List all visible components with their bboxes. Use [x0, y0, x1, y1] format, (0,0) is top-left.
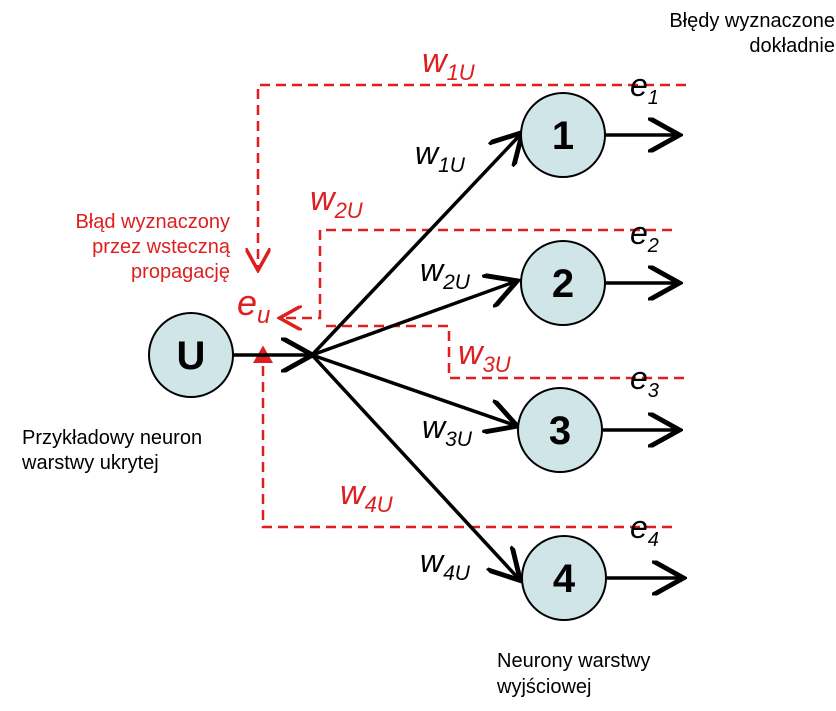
exact-errors-line-2: dokładnie: [749, 35, 835, 57]
output-neuron-4-circle: [521, 535, 607, 621]
forward-weight-labels: w1U w2U w3U w4U: [415, 135, 473, 585]
output-neuron-4: 4: [521, 535, 607, 621]
hidden-neuron-label: U: [177, 334, 206, 378]
hidden-neuron: U: [148, 312, 234, 398]
output-neurons-note-line-1: Neurony warstwy: [497, 650, 650, 672]
connection-to-neuron-3: [311, 353, 514, 425]
backprop-path-3: [320, 324, 684, 380]
output-neuron-3-label: 3: [549, 409, 571, 453]
backprop-paths: [253, 83, 686, 529]
forward-connections: [233, 135, 680, 578]
output-error-2: e2: [630, 215, 659, 257]
backprop-note-line-2: przez wsteczną: [92, 236, 231, 258]
hidden-neuron-note-line-2: warstwy ukrytej: [21, 452, 159, 474]
output-neuron-1-circle: [520, 92, 606, 178]
backprop-weight-2: w2U: [310, 180, 363, 223]
output-neuron-2-label: 2: [552, 262, 574, 306]
output-neuron-4-label: 4: [553, 557, 576, 601]
forward-weight-2: w2U: [420, 252, 471, 294]
backprop-path-4: [253, 345, 672, 529]
output-error-3: e3: [630, 360, 659, 402]
connection-to-neuron-1: [310, 135, 520, 357]
forward-weight-4: w4U: [420, 543, 471, 585]
output-neuron-3-circle: [517, 387, 603, 473]
backprop-note-line-3: propagację: [131, 261, 230, 283]
output-neuron-3: 3: [517, 387, 603, 473]
connection-to-neuron-2: [311, 282, 514, 357]
backprop-weight-3: w3U: [458, 334, 511, 377]
hidden-neuron-circle: [148, 312, 234, 398]
backprop-note-line-1: Błąd wyznaczony: [75, 211, 230, 233]
output-neuron-2: 2: [520, 240, 606, 326]
output-neuron-1-label: 1: [552, 114, 574, 158]
output-error-1: e1: [630, 67, 659, 109]
annotations: Błędy wyznaczone dokładnie Błąd wyznaczo…: [21, 10, 835, 698]
connection-to-neuron-4: [310, 353, 518, 578]
output-neuron-2-circle: [520, 240, 606, 326]
output-neurons-note-line-2: wyjściowej: [496, 676, 591, 698]
forward-weight-1: w1U: [415, 135, 466, 177]
exact-errors-line-1: Błędy wyznaczone: [669, 10, 835, 32]
backprop-weight-1: w1U: [422, 42, 475, 85]
hidden-neuron-note-line-1: Przykładowy neuron: [22, 427, 202, 449]
forward-weight-3: w3U: [422, 409, 473, 451]
backprop-path-1: [258, 83, 686, 268]
backprop-path-2: [282, 228, 672, 318]
output-error-labels: e1 e2 e3 e4: [630, 67, 659, 551]
backprop-weight-labels: w1U w2U w3U w4U: [310, 42, 511, 517]
output-error-4: e4: [630, 509, 659, 551]
output-neuron-1: 1: [520, 92, 606, 178]
backprop-error-symbol: eu: [237, 282, 270, 329]
backprop-weight-4: w4U: [340, 474, 393, 517]
